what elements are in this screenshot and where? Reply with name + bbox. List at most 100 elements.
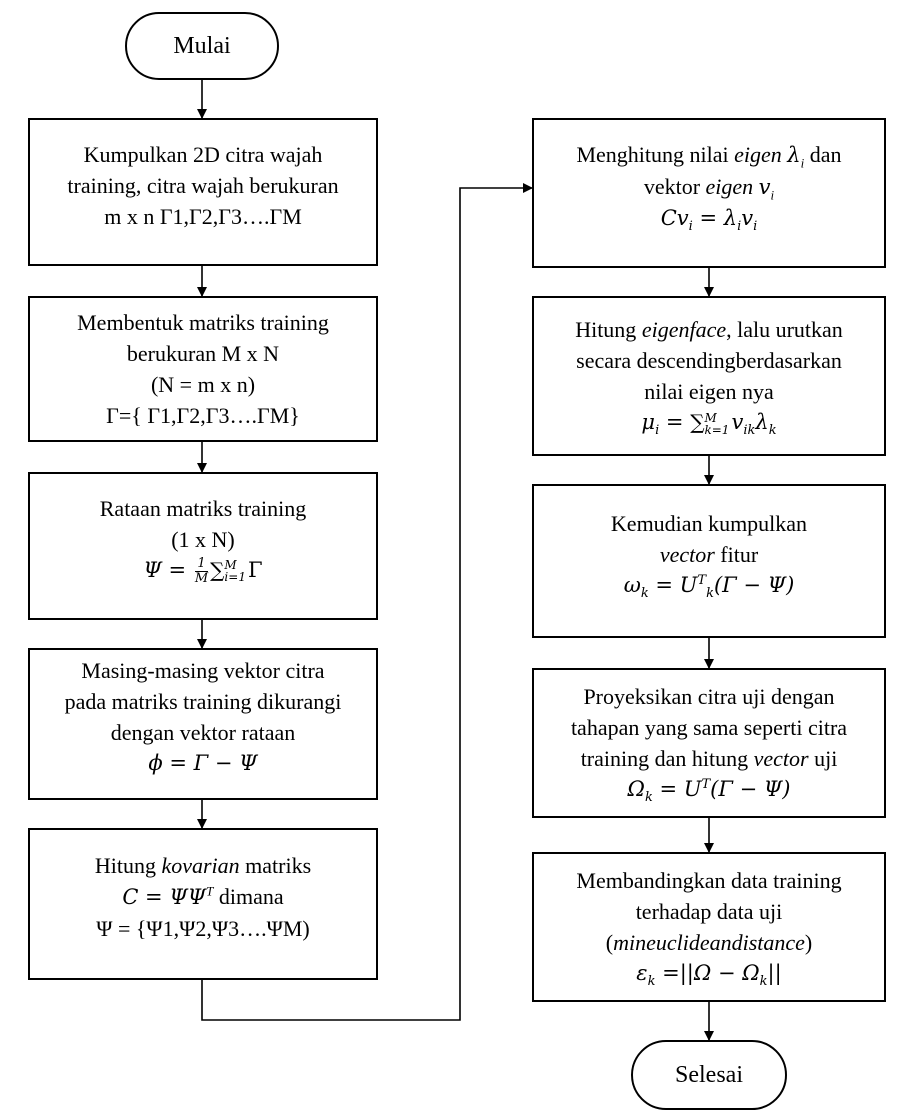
mean-line2: (1 x N) [171, 526, 235, 552]
mean-line1: Rataan matriks training [99, 495, 307, 521]
matrix-line3: (N = m x n) [150, 372, 256, 397]
eigenface-f-v-sub: ik [743, 423, 756, 439]
eigen-pre: Menghitung nilai [576, 141, 735, 167]
eigenface-sum-symbol: ∑ [690, 410, 705, 434]
eigen-f-mid-sub: i [737, 218, 742, 234]
project-f-o-sub: k [644, 790, 653, 806]
matrix-line4: Γ={ Γ1,Γ2,Γ3….ΓM} [106, 403, 300, 428]
end-label: Selesai [675, 1061, 743, 1088]
subtract-line1: Masing-masing vektor citra [81, 658, 325, 683]
project-f-o: Ω [627, 777, 645, 801]
eigen-f-mid: = λ [692, 205, 738, 230]
covariance-formula: C = ΨΨ [122, 885, 207, 909]
step-covariance: Hitung kovarian matriks C = ΨΨT dimana Ψ… [28, 828, 378, 980]
compare-open: ( [605, 930, 614, 955]
eigenface-f-mu: μ [641, 410, 656, 434]
collect-line1: Kumpulkan 2D citra wajah [83, 141, 323, 167]
start-terminal: Mulai [125, 12, 279, 80]
compare-line1: Membandingkan data training [576, 868, 842, 893]
covariance-line3: Ψ = {Ψ1,Ψ2,Ψ3….ΨM) [96, 916, 310, 941]
eigen-line2-emph: eigen [705, 173, 754, 199]
mean-sum-bot: i=1 [224, 570, 246, 584]
feature-f-rhs: (Γ − Ψ) [713, 572, 795, 597]
start-label: Mulai [173, 32, 231, 59]
eigen-f-rhs: v [741, 205, 754, 230]
compare-line2: terhadap data uji [635, 899, 783, 924]
mean-formula-fraction: 1 M [194, 556, 209, 586]
project-f-u-sup: T [701, 777, 711, 792]
compare-f-e: ε [636, 961, 648, 985]
eigenface-f-l-sub: k [768, 423, 777, 439]
eigenface-post: , lalu urutkan [726, 317, 843, 342]
mean-formula: Ψ = 1 M ∑ M i=1 Γ [143, 555, 262, 586]
mean-sum-limits: M i=1 [224, 559, 246, 583]
matrix-line1: Membentuk matriks training [77, 310, 329, 335]
feature-f-w: ω [623, 572, 641, 597]
step-collect-images: Kumpulkan 2D citra wajah training, citra… [28, 118, 378, 266]
subtract-line3: dengan vektor rataan [110, 720, 296, 745]
compare-emph: mineuclideandistance [613, 930, 805, 955]
collect-line2: training, citra wajah berukuran [67, 172, 339, 198]
feature-f-eq: = U [648, 572, 698, 597]
project-line3: training dan hitung vector uji [581, 743, 838, 774]
step-project-test: Proyeksikan citra uji dengan tahapan yan… [532, 668, 886, 818]
compare-formula: εk =||Ω − Ωk|| [636, 958, 781, 989]
feature-post: fitur [714, 541, 759, 567]
eigenface-f-eq: = [659, 410, 691, 434]
eigen-lambda-sub: i [800, 154, 805, 170]
subtract-formula: ϕ = Γ − Ψ [148, 751, 258, 775]
step-form-matrix: Membentuk matriks training berukuran M x… [28, 296, 378, 442]
step-feature-vector: Kemudian kumpulkan vector fitur ωk = UTk… [532, 484, 886, 638]
compare-f-rhs: =||Ω − Ω [655, 961, 760, 985]
covariance-line2: C = ΨΨT dimana [122, 881, 283, 913]
covariance-line1: Hitung kovarian matriks [95, 850, 311, 881]
eigen-v-sub: i [770, 186, 775, 202]
step-subtract-mean: Masing-masing vektor citra pada matriks … [28, 648, 378, 800]
eigenface-sum-bot: k=1 [704, 422, 730, 437]
mean-sum-top: M [224, 558, 237, 572]
step-compare: Membandingkan data training terhadap dat… [532, 852, 886, 1002]
eigen-line1: Menghitung nilai eigen λi dan [576, 139, 841, 171]
feature-formula: ωk = UTk(Γ − Ψ) [624, 570, 795, 601]
step-eigenface: Hitung eigenface, lalu urutkan secara de… [532, 296, 886, 456]
mean-sum-symbol: ∑ [210, 557, 225, 582]
covariance-emph: kovarian [161, 853, 240, 878]
eigen-f-lhs-sub: i [688, 218, 693, 234]
eigenface-f-l: λ [755, 410, 769, 434]
matrix-line2: berukuran M x N [126, 341, 280, 366]
eigenface-line2: secara descendingberdasarkan [576, 348, 842, 373]
project-line2: tahapan yang sama seperti citra [570, 715, 848, 740]
subtract-line2: pada matriks training dikurangi [64, 689, 342, 714]
project-f-rhs: (Γ − Ψ) [710, 777, 791, 801]
collect-line3: m x n Γ1,Γ2,Γ3….ΓM [104, 203, 302, 229]
project-f-eq: = U [652, 777, 702, 801]
feature-line2: vector fitur [660, 539, 758, 570]
eigen-v: v [758, 174, 771, 199]
covariance-pre: Hitung [94, 853, 162, 878]
eigen-line2: vektor eigen vi [644, 171, 774, 203]
compare-line3: (mineuclideandistance) [606, 927, 813, 958]
eigen-formula: Cvi = λivi [661, 203, 758, 234]
project-post: uji [808, 746, 838, 771]
feature-f-u-sup: T [697, 572, 707, 588]
compare-f-close: || [767, 961, 782, 985]
eigen-post: dan [804, 141, 842, 167]
feature-f-u-sub: k [706, 585, 714, 601]
step-eigen-values: Menghitung nilai eigen λi dan vektor eig… [532, 118, 886, 268]
project-emph: vector [753, 746, 809, 771]
covariance-formula-post: dimana [213, 884, 284, 909]
eigen-emph: eigen [734, 141, 782, 167]
arrow-covariance-eigen [201, 183, 533, 1021]
step-mean-matrix: Rataan matriks training (1 x N) Ψ = 1 M … [28, 472, 378, 620]
eigen-f-lhs: Cv [660, 205, 689, 230]
project-line1: Proyeksikan citra uji dengan [583, 684, 835, 709]
compare-f-rhs-sub: k [759, 974, 768, 990]
mean-frac-num: 1 [194, 556, 209, 572]
covariance-formula-sup: T [206, 883, 214, 899]
eigenface-f-v: v [731, 410, 744, 434]
mean-formula-lhs: Ψ = [143, 557, 187, 582]
eigen-lambda: λ [787, 142, 801, 167]
